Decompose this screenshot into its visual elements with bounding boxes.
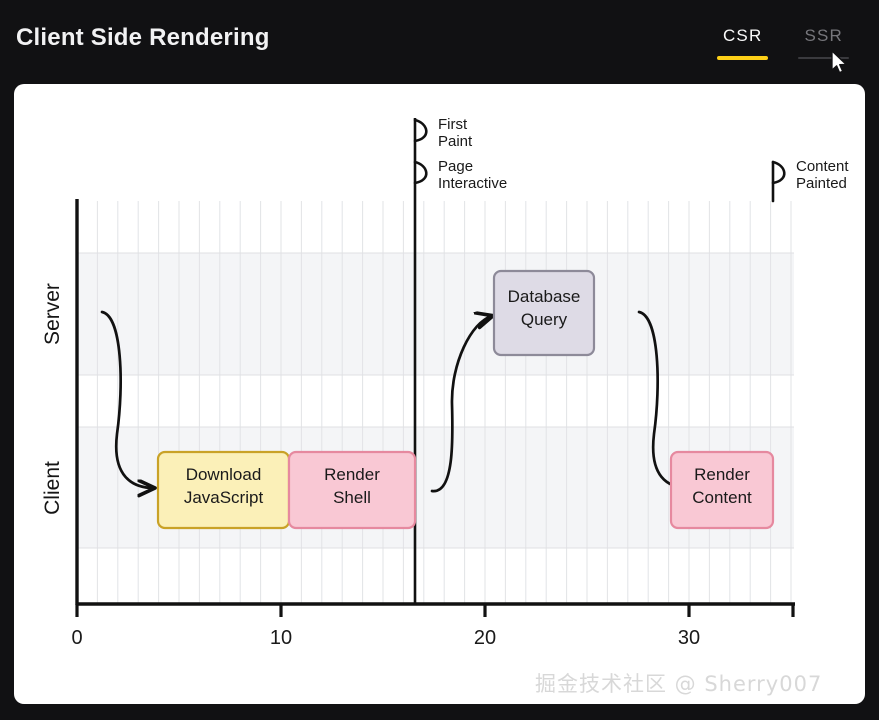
- tab-ssr-label: SSR: [804, 26, 843, 45]
- marker-page-interactive-line2: Interactive: [438, 175, 507, 192]
- marker-page-interactive-line1: Page: [438, 158, 473, 175]
- marker-content-painted: Content Painted: [771, 158, 849, 203]
- task-database-query-line1: Database: [508, 287, 581, 306]
- task-render-shell-line1: Render: [324, 465, 380, 484]
- arrow-client-to-database: [430, 316, 492, 493]
- grid-minor-vertical: [96, 201, 792, 605]
- marker-first-paint-line2: Paint: [438, 133, 473, 150]
- app-header: Client Side Rendering CSR SSR: [0, 0, 879, 84]
- tab-csr[interactable]: CSR: [716, 26, 769, 60]
- watermark: 掘金技术社区 @ Sherry007: [535, 672, 823, 696]
- task-download-javascript-line1: Download: [186, 465, 262, 484]
- marker-content-painted-line2: Painted: [796, 175, 847, 192]
- arrow-server-to-download: [100, 310, 154, 488]
- lane-band-server: [77, 253, 794, 375]
- task-render-content-line2: Content: [692, 488, 752, 507]
- task-database-query[interactable]: Database Query: [492, 269, 596, 357]
- task-render-content-line1: Render: [694, 465, 750, 484]
- grid-horizontal: [77, 252, 794, 549]
- task-download-javascript-line2: JavaScript: [184, 488, 264, 507]
- lane-labels: Server Client: [41, 283, 64, 515]
- task-render-shell-line2: Shell: [333, 488, 371, 507]
- x-tick-label-30: 30: [678, 627, 700, 649]
- x-tick-label-10: 10: [270, 627, 292, 649]
- marker-first-paint-line1: First: [438, 116, 468, 133]
- lane-label-client: Client: [41, 461, 64, 515]
- task-render-content[interactable]: Render Content: [669, 450, 775, 530]
- flow-arrows: [100, 310, 689, 493]
- page-title: Client Side Rendering: [16, 24, 270, 51]
- task-render-shell[interactable]: Render Shell: [287, 450, 417, 530]
- task-database-query-line2: Query: [521, 310, 568, 329]
- tab-ssr[interactable]: SSR: [798, 26, 849, 60]
- x-tick-label-20: 20: [474, 627, 496, 649]
- tab-bar: CSR SSR: [716, 26, 849, 60]
- marker-first-paint: First Paint: [413, 116, 473, 150]
- tab-ssr-underline: [798, 57, 849, 59]
- marker-page-interactive: Page Interactive: [413, 158, 507, 192]
- tab-csr-label: CSR: [722, 26, 763, 45]
- axes: [75, 199, 795, 617]
- chart-card: 0 10 20 30 Server Client First Paint Pag…: [14, 84, 865, 704]
- timeline-chart: 0 10 20 30 Server Client First Paint Pag…: [41, 116, 849, 649]
- x-tick-label-0: 0: [71, 627, 82, 649]
- task-download-javascript[interactable]: Download JavaScript: [156, 450, 291, 530]
- tab-csr-underline: [716, 56, 769, 60]
- lane-label-server: Server: [41, 283, 64, 345]
- x-tick-labels: 0 10 20 30: [71, 627, 700, 649]
- marker-content-painted-line1: Content: [796, 158, 849, 175]
- arrow-database-to-render: [637, 310, 689, 488]
